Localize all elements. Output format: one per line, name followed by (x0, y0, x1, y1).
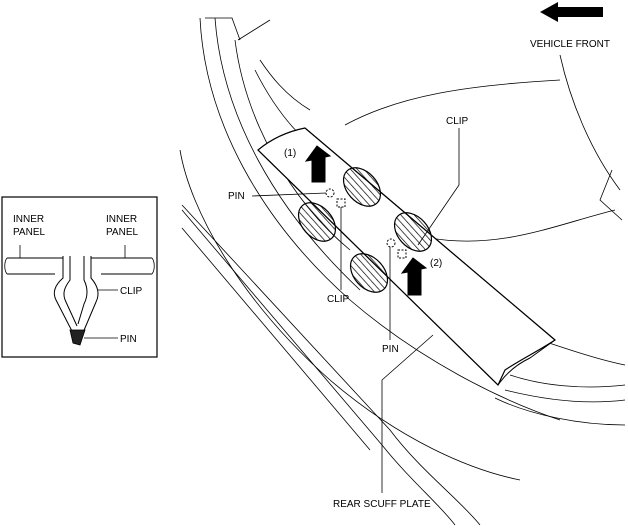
callout-1-label: (1) (284, 148, 296, 159)
clip-ellipse (349, 253, 389, 293)
clip-detail-inset: INNER PANEL INNER PANEL CLIP PIN (1, 196, 158, 358)
inset-clip-label: CLIP (120, 286, 143, 297)
clip-label-mid: CLIP (327, 294, 350, 305)
inset-inner-panel-left-line1: INNER (13, 214, 44, 225)
pin-tip (69, 329, 86, 346)
vehicle-body-contours (179, 17, 626, 526)
inset-pin-label: PIN (120, 334, 137, 345)
pin-marker (397, 249, 407, 259)
inner-panel (4, 257, 155, 275)
callout-2-label: (2) (430, 258, 442, 269)
clip-cross-section (53, 256, 99, 346)
clip-ellipse (297, 202, 337, 242)
inset-inner-panel-right-line1: INNER (106, 214, 137, 225)
pin-marker (386, 238, 396, 248)
inset-inner-panel-right-line2: PANEL (106, 227, 138, 238)
clip-ellipse (342, 167, 382, 207)
pin-marker (336, 198, 346, 208)
pin-label-right: PIN (382, 344, 399, 355)
pin-marker (325, 188, 335, 198)
clip-ellipses (297, 167, 433, 293)
rear-scuff-plate-label: REAR SCUFF PLATE (333, 499, 431, 510)
clip-ellipse (393, 212, 433, 252)
inset-inner-panel-left-line2: PANEL (13, 227, 45, 238)
removal-arrow-icon-1 (304, 145, 332, 183)
clip-label-top: CLIP (446, 116, 469, 127)
pin-label-left: PIN (228, 191, 245, 202)
leader-lines (251, 128, 460, 493)
removal-arrow-icon-2 (400, 257, 428, 296)
vehicle-front-label: VEHICLE FRONT (530, 39, 610, 50)
vehicle-front-arrow-icon (540, 2, 603, 22)
